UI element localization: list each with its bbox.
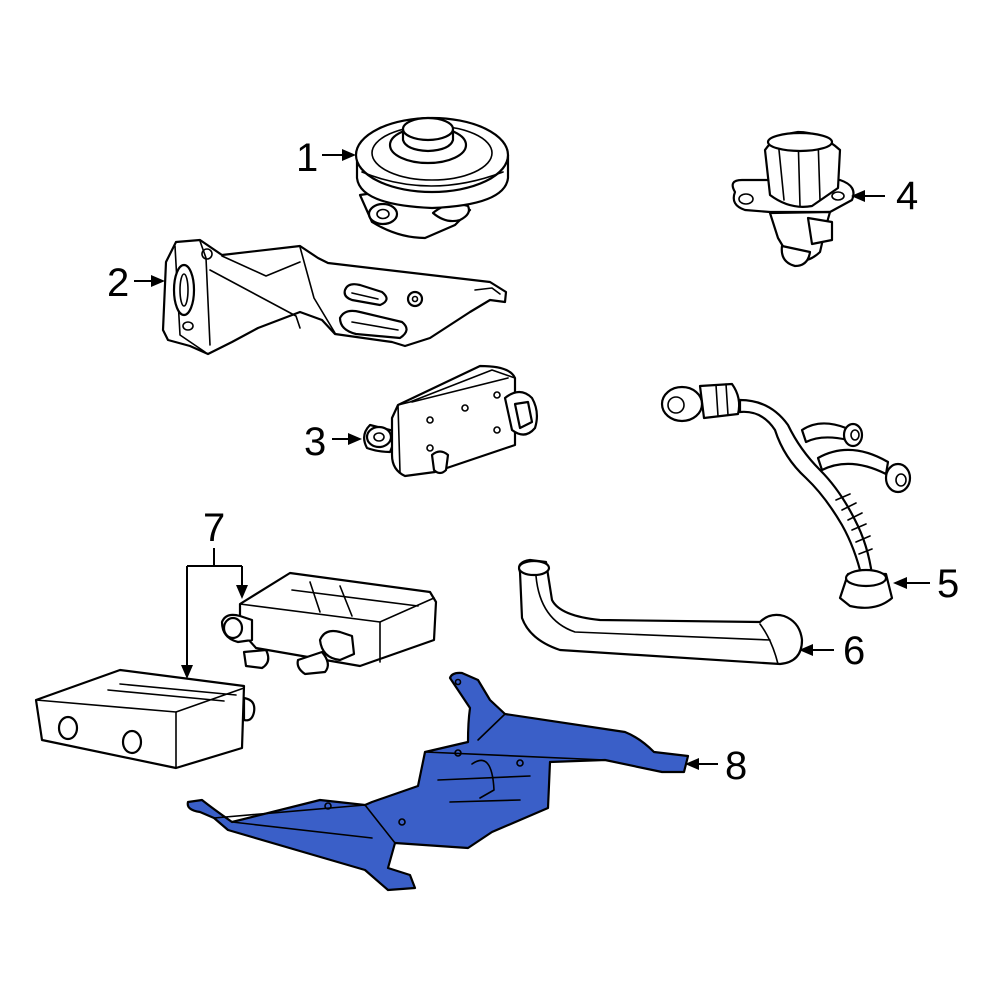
- callout-labels: 1 2 3 4 5 6 7 8: [107, 136, 959, 788]
- part-3-sensor[interactable]: [363, 364, 539, 478]
- part-1-valve[interactable]: [354, 116, 510, 240]
- part-4-solenoid[interactable]: [731, 130, 855, 268]
- arrow-3: [348, 433, 362, 445]
- callout-5[interactable]: 5: [937, 562, 959, 606]
- arrow-2: [151, 275, 165, 287]
- leader-lines: [134, 149, 930, 770]
- arrow-1: [342, 149, 356, 161]
- part-2-bracket[interactable]: [161, 238, 508, 356]
- arrow-8: [685, 758, 699, 770]
- part-7-canister-lower[interactable]: [34, 668, 256, 770]
- callout-2[interactable]: 2: [107, 261, 129, 305]
- callout-3[interactable]: 3: [304, 420, 326, 464]
- arrow-5: [893, 577, 907, 589]
- callout-7[interactable]: 7: [203, 506, 225, 550]
- arrow-6: [799, 644, 813, 656]
- arrow-7a: [236, 585, 248, 599]
- callout-1[interactable]: 1: [296, 136, 318, 180]
- arrow-4: [851, 190, 865, 202]
- part-5-hose-assembly[interactable]: [660, 382, 912, 609]
- callout-6[interactable]: 6: [843, 629, 865, 673]
- part-8-shield-highlighted[interactable]: [186, 671, 690, 892]
- callout-8[interactable]: 8: [725, 744, 747, 788]
- callout-4[interactable]: 4: [896, 174, 918, 218]
- part-6-hose[interactable]: [517, 558, 804, 666]
- arrow-7b: [181, 665, 193, 679]
- part-7-canister-upper[interactable]: [220, 571, 438, 676]
